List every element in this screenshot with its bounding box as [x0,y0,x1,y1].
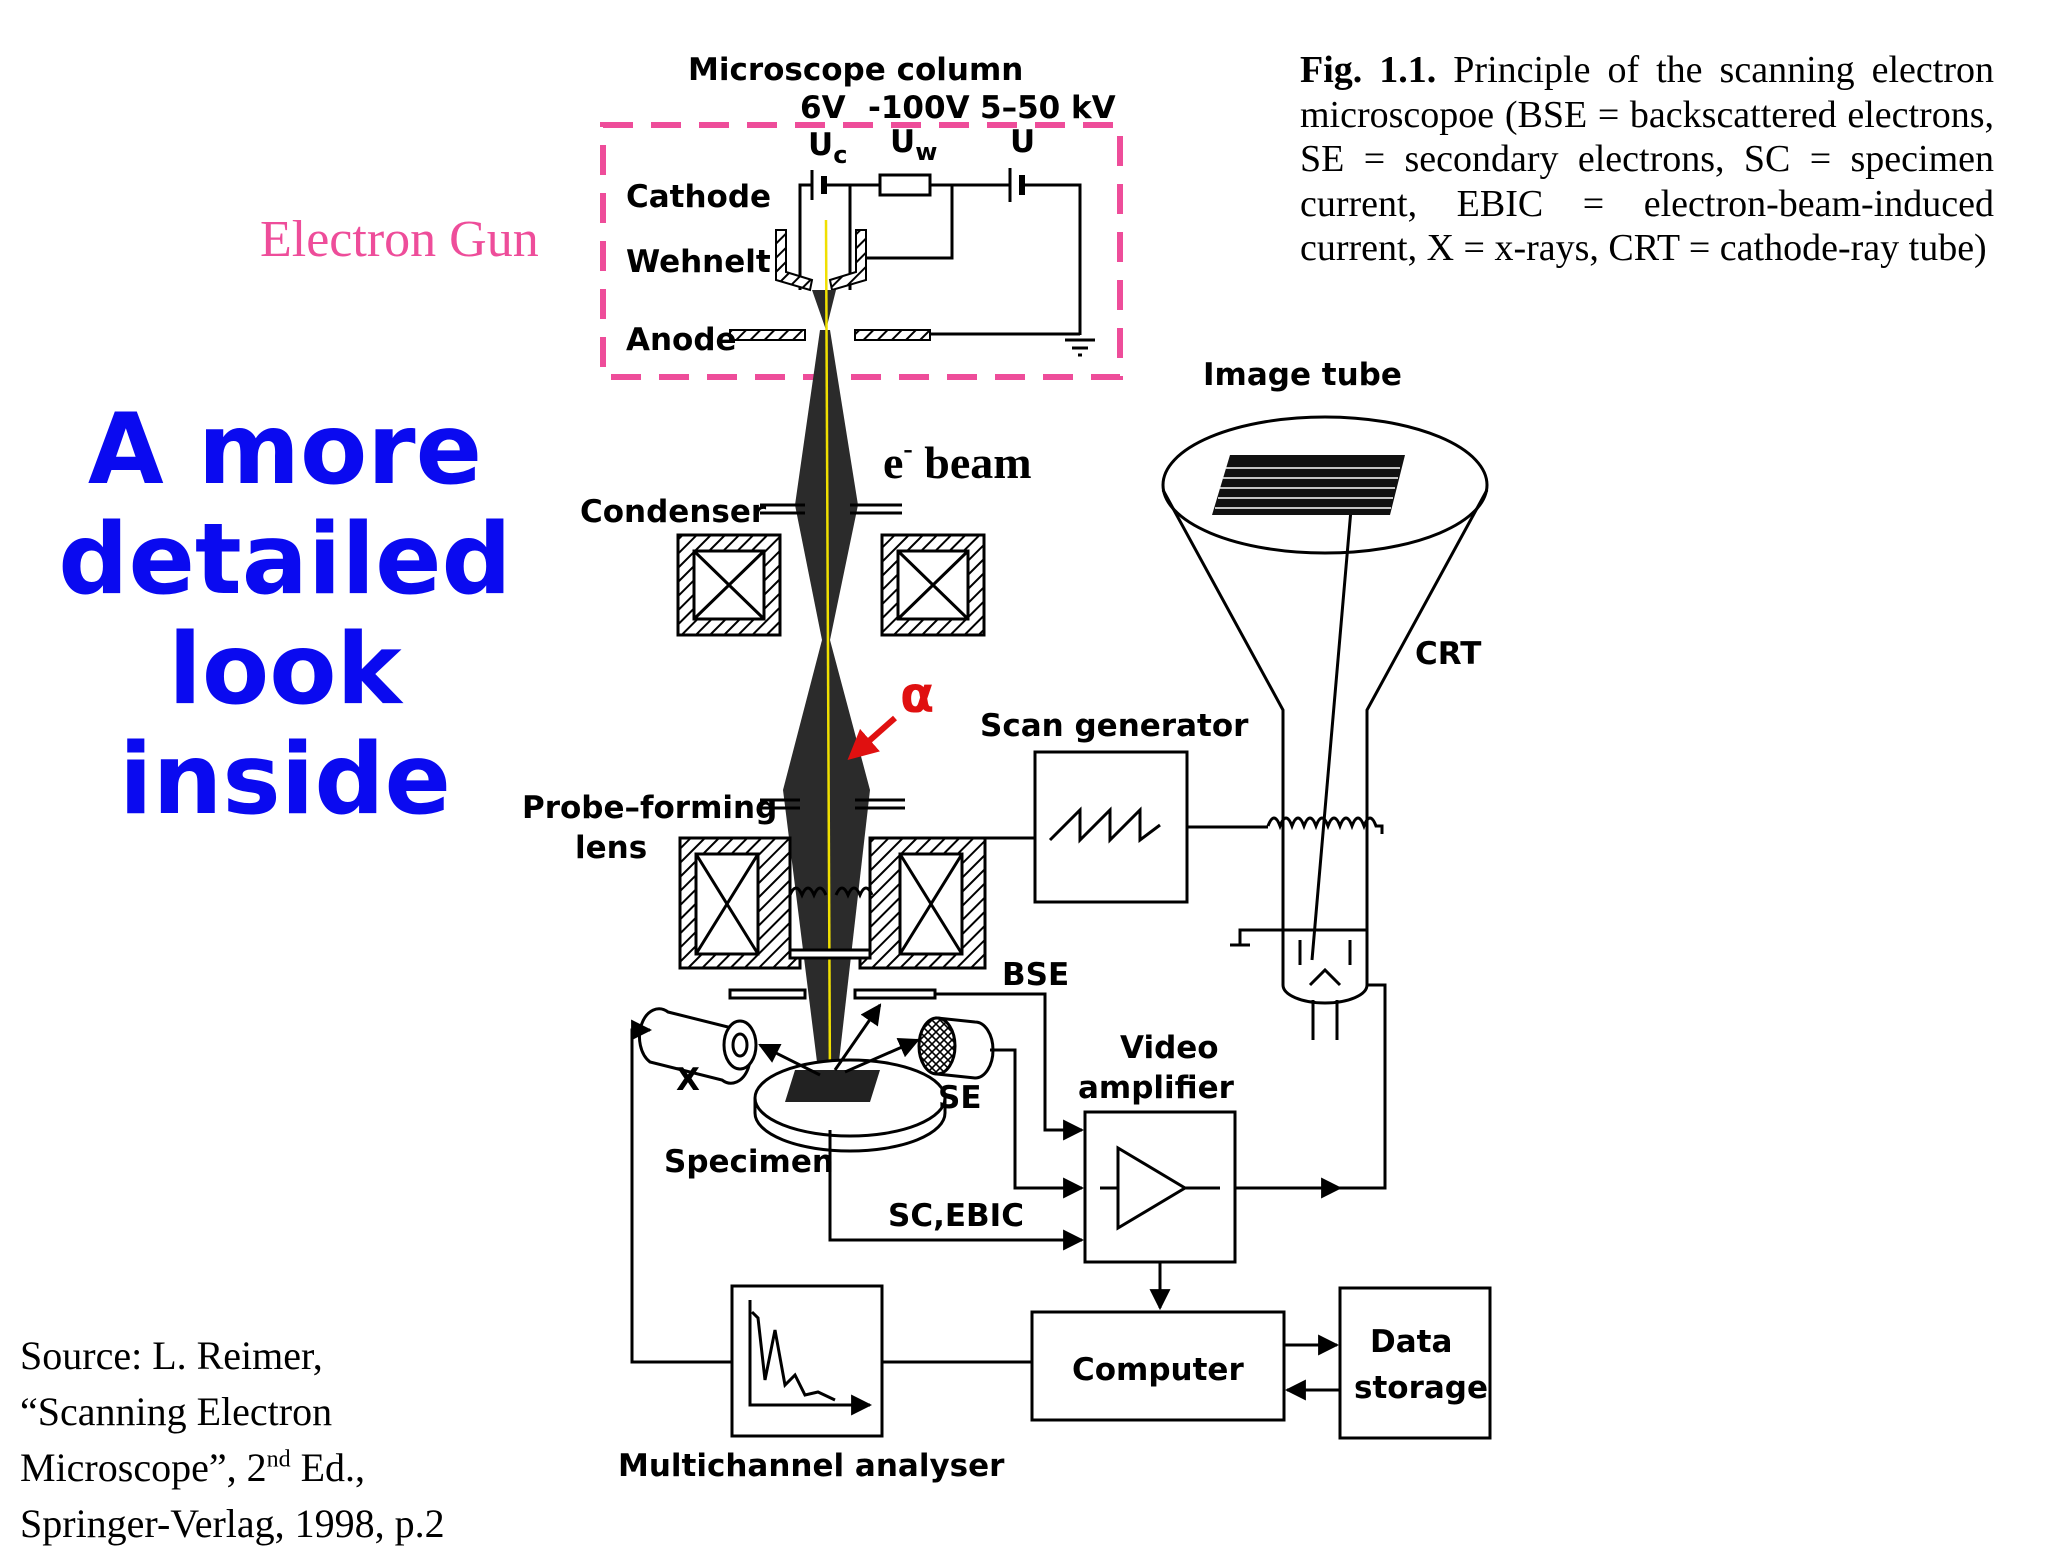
headline-line-4: inside [119,723,451,837]
headline-line-2: detailed [58,503,512,617]
label-uw: Uw [890,124,937,166]
label-uc-main: U [808,127,833,163]
headline-line-3: look [168,613,402,727]
figure-number: Fig. 1.1. [1300,49,1437,91]
label-crt: CRT [1415,636,1481,672]
label-uc-sub: c [833,141,847,169]
data-storage-box [1338,1286,1492,1440]
label-wehnelt: Wehnelt [626,244,771,280]
specimen-stage [753,1003,947,1153]
alpha-arrow [847,715,897,760]
label-computer: Computer [1072,1352,1244,1388]
electron-gun-box [600,122,1123,380]
label-condenser: Condenser [580,494,767,530]
figure-caption-text: Principle of the scanning electron micro… [1300,49,1994,269]
se-detector [917,1016,995,1080]
crt-screen [1212,455,1405,515]
label-e-beam-e: e [883,437,903,488]
label-storage: storage [1354,1370,1488,1406]
source-line-3: Microscope”, 2nd Ed., [20,1440,560,1496]
label-voltage-6v: 6V [800,90,846,126]
headline-line-1: A more [87,393,483,507]
label-uw-sub: w [915,138,937,166]
label-se: SE [938,1080,982,1116]
source-line-2: “Scanning Electron [20,1389,333,1434]
sawtooth-icon [1048,806,1161,844]
label-image-tube: Image tube [1203,357,1402,393]
label-e-beam: e- beam [883,434,1032,488]
crt-deflection-coil [1266,816,1384,834]
label-voltage-100v: -100V [868,90,970,126]
label-sc-ebic: SC,EBIC [888,1198,1024,1234]
gun-circuit [798,168,1095,357]
label-video: Video [1120,1030,1219,1066]
label-cathode: Cathode [626,179,771,215]
label-specimen: Specimen [664,1144,834,1180]
source-line-3-end: Ed., [290,1445,366,1490]
spectrum-icon [748,1300,873,1416]
signal-wiring [630,825,1387,1401]
label-data: Data [1370,1324,1452,1360]
label-multichannel-analyser: Multichannel analyser [618,1448,1005,1484]
crt-scan-lines [1215,467,1400,509]
label-alpha: α [900,666,934,724]
source-superscript: nd [266,1446,291,1473]
label-voltage-kv: 5–50 kV [980,90,1116,126]
source-line-3-text: Microscope”, 2 [20,1445,267,1490]
label-amplifier: amplifier [1078,1070,1235,1106]
computer-box [1030,1310,1286,1422]
multichannel-analyser-box [730,1284,884,1438]
label-anode: Anode [626,322,737,358]
wehnelt-electrode [775,229,867,292]
source-citation: Source: L. Reimer, “Scanning Electron Mi… [20,1328,560,1552]
electron-gun-label: Electron Gun [260,211,539,268]
label-probe-forming: Probe–forming [522,790,777,826]
beam-axis [824,219,832,1091]
label-bse: BSE [1002,957,1069,993]
xray-detector [638,1007,758,1085]
label-uc: Uc [808,127,847,169]
label-uw-main: U [890,124,915,160]
label-u: U [1010,124,1035,160]
source-line-1: Source: L. Reimer, [20,1333,323,1378]
label-x: X [676,1062,700,1098]
label-lens: lens [575,830,647,866]
figure-caption: Fig. 1.1. Principle of the scanning elec… [1300,48,1994,271]
label-e-beam-sup: - [903,434,912,465]
label-microscope-column: Microscope column [688,52,1023,88]
label-e-beam-rest: beam [913,437,1032,488]
headline: A more detailed look inside [40,395,530,835]
probe-forming-lens [678,798,987,1000]
anode-plate [729,329,931,341]
label-scan-generator: Scan generator [980,708,1249,744]
condenser-lens [676,503,986,637]
